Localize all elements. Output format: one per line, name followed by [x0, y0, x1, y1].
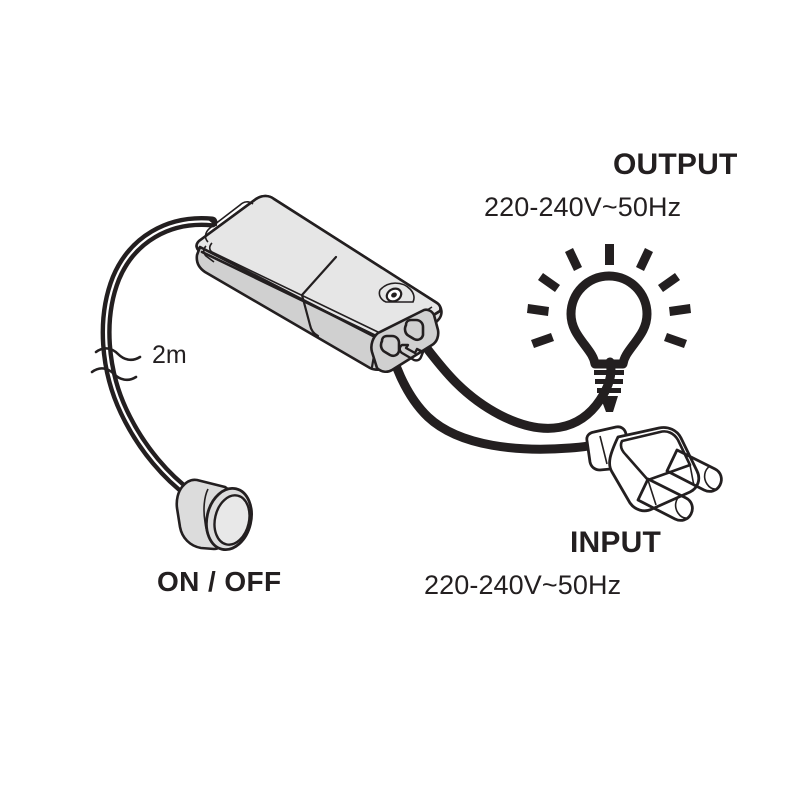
onoff-switch[interactable]	[175, 478, 258, 554]
light-bulb-icon	[527, 244, 691, 412]
plug-pin-upper	[665, 448, 723, 493]
driver-vent-detail	[378, 282, 415, 303]
input-title-label: INPUT	[570, 526, 661, 559]
cable-break-mark	[90, 347, 142, 382]
bulb-rays	[527, 244, 691, 348]
cable-length-label: 2m	[152, 341, 187, 369]
mains-plug	[585, 425, 723, 522]
output-title-label: OUTPUT	[613, 148, 738, 181]
input-spec-label: 220-240V~50Hz	[424, 570, 622, 600]
switch-cable	[90, 216, 218, 500]
cable-grommets	[379, 318, 425, 362]
led-driver-box	[195, 194, 443, 374]
input-cable	[381, 327, 606, 454]
plug-pin-lower	[636, 477, 694, 522]
onoff-label: ON / OFF	[157, 566, 282, 597]
output-spec-label: 220-240V~50Hz	[484, 192, 682, 222]
